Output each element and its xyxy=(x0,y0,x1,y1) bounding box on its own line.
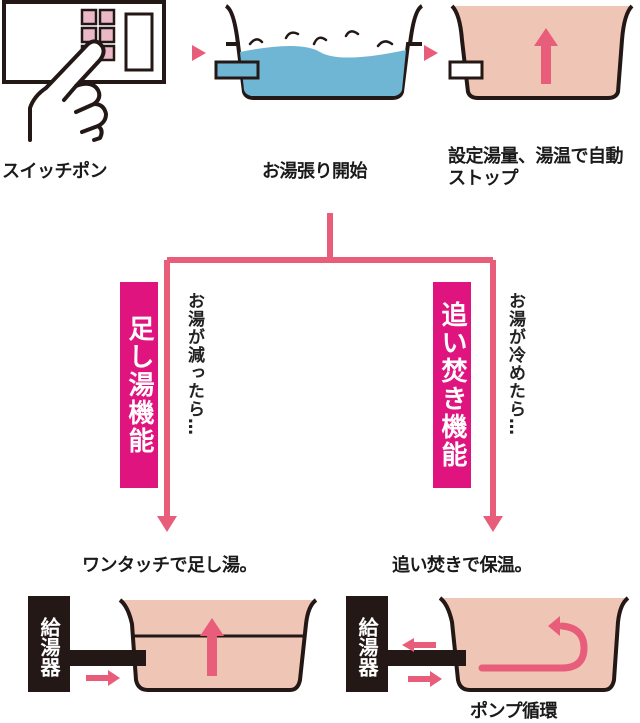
bathtub-icon xyxy=(214,4,424,100)
arrow-up-icon xyxy=(200,618,224,676)
inflow-arrow xyxy=(86,670,120,686)
outflow-arrow xyxy=(402,638,436,652)
inflow-arrow xyxy=(408,671,442,687)
step-arrow-2 xyxy=(424,45,438,61)
branch-arrow-left xyxy=(157,516,177,532)
branch-arrow-right xyxy=(483,516,503,532)
arrow-up-icon xyxy=(534,28,558,84)
badge-reheat: 追い焚き機能 xyxy=(433,282,471,488)
result-left: ワンタッチで足し湯。 xyxy=(82,555,258,576)
step-arrow-1 xyxy=(192,45,206,61)
pump-label: ポンプ循環 xyxy=(470,701,557,722)
bathtub-full-icon xyxy=(448,4,634,100)
circulation-arrow-icon xyxy=(478,622,588,672)
filling-label: お湯張り開始 xyxy=(262,161,368,182)
condition-right: お湯が冷めたら… xyxy=(505,292,525,436)
result-right: 追い焚きで保温。 xyxy=(392,555,533,576)
badge-add-water: 足し湯機能 xyxy=(120,282,158,488)
stop-label: 設定湯量、湯温で自動ストップ xyxy=(448,146,624,189)
branch-lines xyxy=(164,213,496,520)
bathtub-reheat-icon xyxy=(384,596,630,692)
hand-icon xyxy=(28,39,108,142)
bathtub-add-water-icon xyxy=(66,598,318,692)
water-heater-right: 給湯器 xyxy=(346,596,388,692)
water-heater-left: 給湯器 xyxy=(28,596,70,692)
switch-label: スイッチポン xyxy=(2,161,108,182)
condition-left: お湯が減ったら… xyxy=(184,292,204,436)
